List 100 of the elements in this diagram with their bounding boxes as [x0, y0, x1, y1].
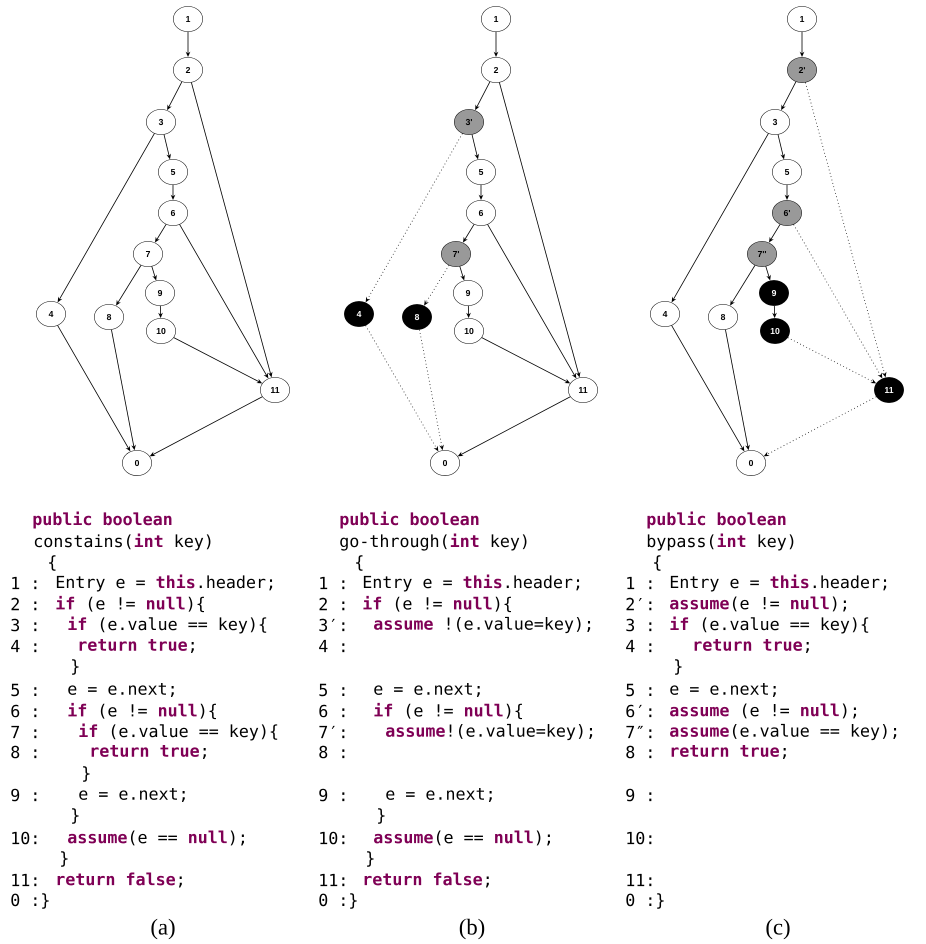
line-number: 2′:	[626, 598, 652, 610]
graph-node: 5	[466, 159, 496, 185]
graph-node: 10	[760, 318, 790, 344]
code-line: assume(e.value == key);	[670, 724, 896, 740]
code-line: if (e.value == key){	[670, 616, 868, 634]
code-line: }	[72, 659, 78, 675]
line-number: 1 :	[12, 576, 36, 590]
graph-node: 10	[146, 318, 176, 344]
graph-node: 9	[453, 280, 483, 306]
graph-node: 8	[402, 304, 432, 330]
code-line: e = e.next;	[79, 788, 185, 802]
graph-node: 4	[36, 301, 66, 327]
graph-node: 8	[94, 304, 124, 330]
panel-label: (b)	[460, 918, 484, 940]
graph-node: 11	[874, 377, 904, 403]
code-line: }	[83, 766, 90, 782]
code-line: e = e.next;	[670, 682, 776, 698]
graph-node: 2	[173, 57, 203, 83]
code-line: if (e != null){	[68, 702, 216, 720]
code-line: {	[654, 555, 660, 571]
code-line: Entry e = this.header;	[364, 574, 580, 592]
graph-node: 11	[568, 377, 598, 403]
code-line: public boolean	[340, 512, 478, 529]
line-number: 0 :}	[626, 893, 664, 909]
code-line: assume !(e.value=key);	[374, 616, 590, 634]
line-number: 4 :	[626, 640, 652, 652]
code-line: assume (e != null);	[670, 704, 856, 718]
code-line: go-through(int key)	[340, 533, 526, 551]
graph-node: 10	[454, 318, 484, 344]
line-number: 9 :	[626, 788, 652, 802]
line-number: 8 :	[11, 746, 36, 758]
graph-node: 1	[787, 6, 817, 32]
graph-node: 1	[173, 6, 203, 32]
code-line: }	[675, 659, 682, 675]
panel-label: (a)	[151, 918, 175, 940]
code-line: assume!(e.value=key);	[386, 724, 592, 740]
graph-node: 7''	[747, 241, 777, 267]
code-line: assume(e != null);	[670, 596, 846, 612]
graph-node: 7	[133, 241, 163, 267]
graph-node: 0	[122, 450, 152, 476]
graph-node: 3'	[454, 109, 484, 135]
code-line: constains(int key)	[34, 534, 210, 551]
panel-label: (c)	[766, 918, 790, 940]
code-line: }	[61, 851, 68, 867]
line-number: 3 :	[626, 618, 652, 632]
code-line: if (e != null){	[56, 596, 204, 612]
graph-node: 2'	[787, 57, 817, 83]
code-line: if (e.value == key){	[68, 616, 266, 634]
line-number: 8 :	[319, 746, 344, 758]
code-line: return true;	[80, 638, 194, 654]
code-line: if (e != null){	[374, 702, 522, 720]
code-line: return false;	[58, 872, 182, 888]
line-number: 7′:	[319, 726, 344, 738]
code-line: e = e.next;	[68, 682, 174, 698]
line-number: 7 :	[11, 726, 36, 738]
graph-node: 3	[146, 109, 176, 135]
code-line: return true;	[694, 638, 809, 654]
line-number: 11:	[12, 874, 36, 886]
graph-node: 11	[260, 377, 290, 403]
code-line: {	[356, 555, 362, 571]
graph-node: 6'	[772, 200, 802, 226]
line-number: 0 :}	[11, 893, 49, 909]
code-line: assume(e == null);	[374, 830, 550, 846]
code-line: assume(e == null);	[68, 830, 244, 846]
graph-node: 5	[158, 159, 188, 185]
line-number: 2 :	[12, 598, 36, 610]
graph-node: 2	[481, 57, 511, 83]
graph-node: 9	[759, 280, 789, 306]
code-line: return true;	[672, 744, 786, 760]
code-line: return false;	[364, 872, 489, 888]
line-number: 6′:	[626, 704, 652, 718]
line-number: 3′:	[319, 618, 344, 632]
graph-node: 6	[466, 200, 496, 226]
graph-node: 4	[344, 301, 374, 327]
code-line: return true;	[92, 744, 206, 760]
line-number: 5 :	[319, 684, 344, 696]
line-number: 8 :	[626, 746, 652, 758]
line-number: 9 :	[319, 788, 344, 802]
line-number: 10:	[627, 832, 652, 844]
code-line: e = e.next;	[374, 682, 480, 698]
graph-node: 0	[736, 450, 766, 476]
line-number: 11:	[320, 874, 344, 886]
line-number: 6 :	[11, 704, 36, 718]
code-line: }	[367, 851, 374, 867]
graph-node: 1	[481, 6, 511, 32]
graph-node: 4	[650, 301, 680, 327]
line-number: 4 :	[319, 640, 344, 652]
line-number: 3 :	[11, 618, 36, 632]
line-number: 5 :	[11, 684, 36, 696]
code-line: if (e != null){	[363, 596, 511, 612]
line-number: 9 :	[11, 788, 36, 802]
line-number: 10:	[12, 832, 36, 844]
line-number: 6 :	[319, 704, 344, 718]
line-number: 1 :	[320, 576, 344, 590]
line-number: 7″:	[626, 726, 652, 738]
code-line: Entry e = this.header;	[56, 574, 272, 592]
line-number: 10:	[320, 832, 344, 844]
graph-node: 0	[430, 450, 460, 476]
graph-node: 6	[158, 200, 188, 226]
graph-node: 5	[772, 159, 802, 185]
